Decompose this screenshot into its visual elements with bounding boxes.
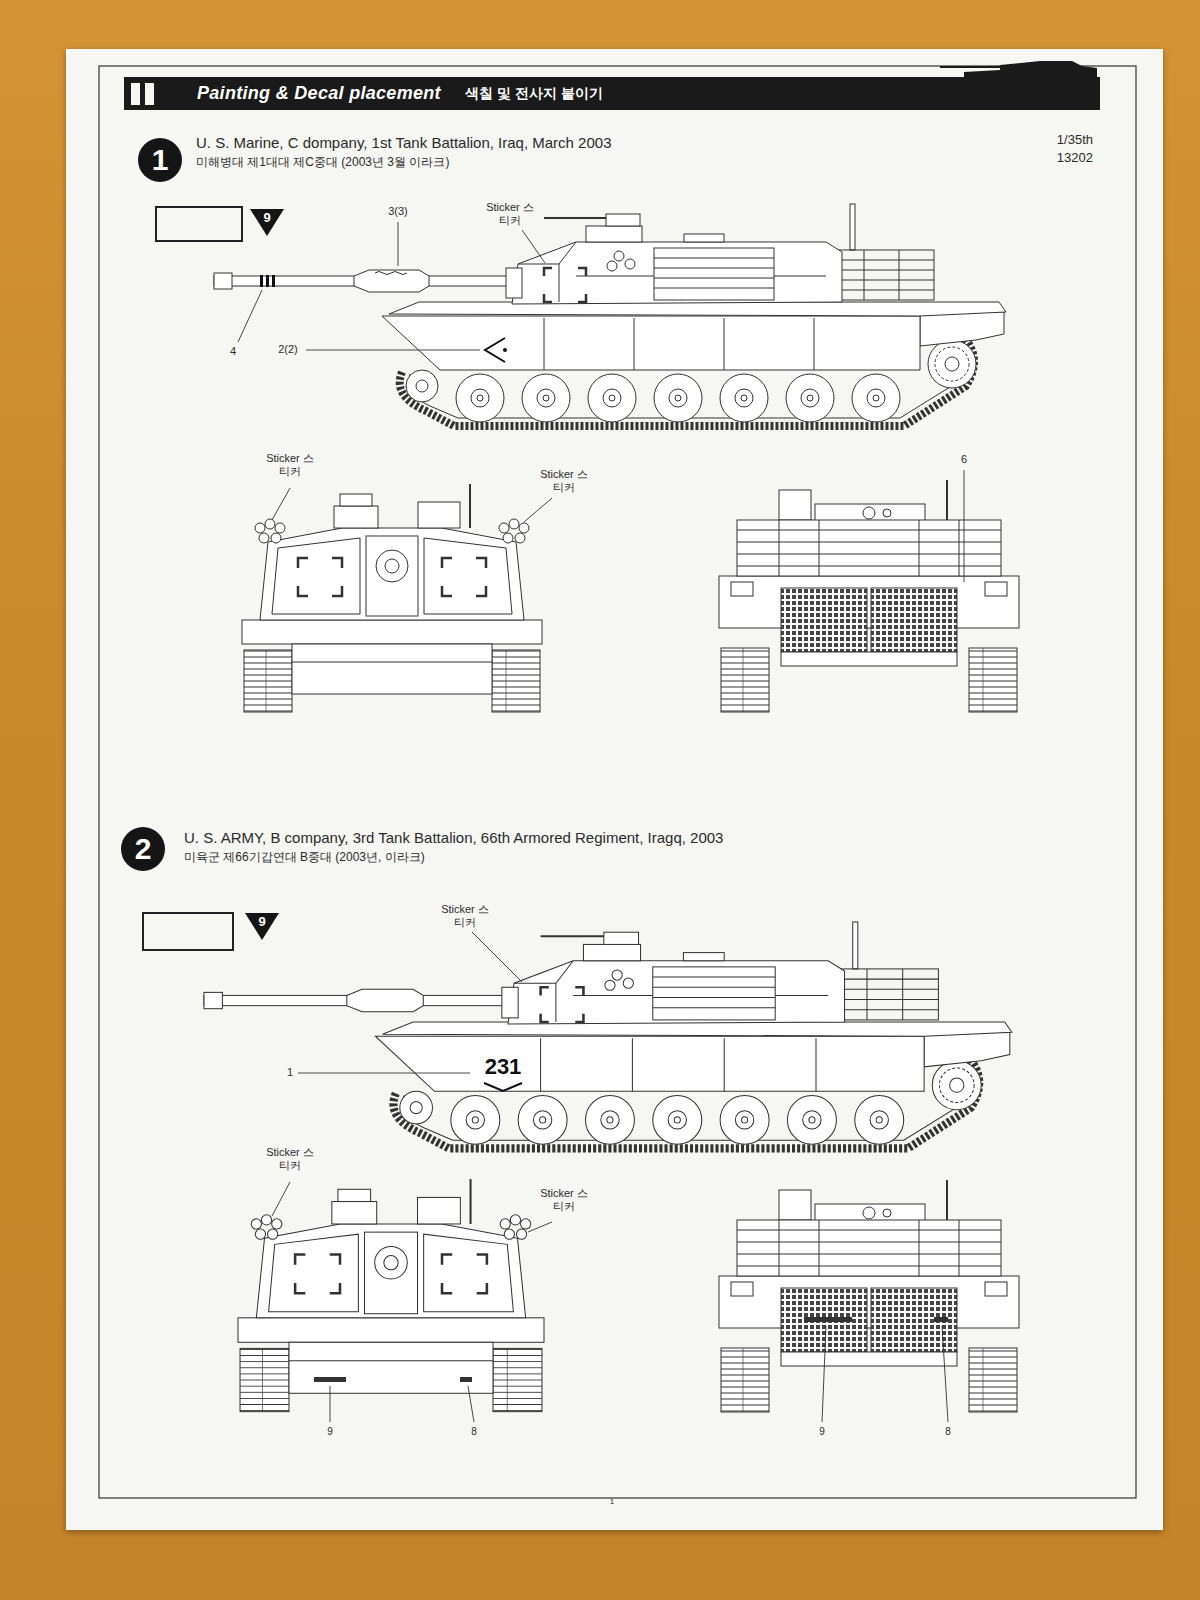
- scheme-title: U. S. ARMY, B company, 3rd Tank Battalio…: [184, 829, 723, 846]
- header-title-korean: 색칠 및 전사지 붙이기: [465, 85, 603, 103]
- scale-note: 1/35th: [1057, 133, 1093, 148]
- page-number-text: 1: [610, 1497, 614, 1506]
- callout-number: 9: [327, 1426, 333, 1438]
- callout-number-text: 3(3): [388, 205, 408, 217]
- scheme-title: U. S. Marine, C dompany, 1st Tank Battal…: [196, 134, 611, 151]
- paint-code-triangle: 9: [250, 209, 284, 236]
- scheme-title-korean: 미해병대 제1대대 제C중대 (2003년 3월 이라크): [196, 156, 449, 170]
- sticker-note-text: Sticker 스티커: [540, 468, 588, 493]
- sticker-note-text: Sticker 스티커: [266, 452, 314, 477]
- callout-number: 9: [819, 1426, 825, 1438]
- callout-number: 8: [945, 1426, 951, 1438]
- sticker-note-text: Sticker 스티커: [266, 1146, 314, 1171]
- callout-number: 2(2): [278, 343, 298, 356]
- callout-number-text: 4: [230, 345, 236, 357]
- node-number: 9: [263, 211, 270, 224]
- paint-code-triangle: 9: [245, 913, 279, 940]
- sticker-note: Sticker 스티커: [266, 1146, 314, 1171]
- node-number: 1: [152, 145, 169, 175]
- sticker-note: Sticker 스티커: [540, 1187, 588, 1212]
- scale-note-text: 1/35th: [1057, 132, 1093, 147]
- scheme-number-circle: 1: [138, 138, 182, 182]
- sticker-note: Sticker 스티커: [441, 903, 489, 928]
- scheme-title-korean-text: 미해병대 제1대대 제C중대 (2003년 3월 이라크): [196, 155, 449, 169]
- scheme-title-text: U. S. ARMY, B company, 3rd Tank Battalio…: [184, 829, 723, 846]
- sticker-note-text: Sticker 스티커: [540, 1187, 588, 1212]
- scheme-title-text: U. S. Marine, C dompany, 1st Tank Battal…: [196, 134, 611, 151]
- hull-number-text: 231: [485, 1054, 522, 1079]
- header-band: Painting & Decal placement 색칠 및 전사지 붙이기: [181, 77, 1100, 110]
- scheme-title-korean-text: 미육군 제66기갑연대 B중대 (2003년, 이라크): [184, 850, 425, 864]
- scheme-title-korean: 미육군 제66기갑연대 B중대 (2003년, 이라크): [184, 851, 425, 865]
- sticker-note-text: Sticker 스티커: [486, 201, 534, 226]
- callout-number-text: 9: [327, 1426, 333, 1437]
- callout-number: 4: [230, 345, 236, 358]
- header-title: Painting & Decal placement: [197, 83, 441, 104]
- triangle-fill: [245, 913, 279, 940]
- callout-number-text: 8: [945, 1426, 951, 1437]
- callout-number-text: 2(2): [278, 343, 298, 355]
- callout-number: 8: [471, 1426, 477, 1438]
- callout-number-text: 8: [471, 1426, 477, 1437]
- triangle-fill: [250, 209, 284, 236]
- scheme-number-circle: 2: [121, 827, 165, 871]
- page-number: 1: [610, 1497, 614, 1506]
- sticker-note: Sticker 스티커: [486, 201, 534, 226]
- callout-number: 1: [287, 1066, 293, 1079]
- sticker-note: Sticker 스티커: [266, 452, 314, 477]
- sticker-note-text: Sticker 스티커: [441, 903, 489, 928]
- kit-number: 13202: [1057, 151, 1093, 166]
- callout-number-text: 1: [287, 1066, 293, 1078]
- node-number: 9: [258, 915, 265, 928]
- callout-number-text: 9: [819, 1426, 825, 1437]
- hull-number: 231: [485, 1054, 522, 1079]
- callout-number-text: 6: [961, 453, 967, 465]
- callout-number: 3(3): [388, 205, 408, 218]
- sticker-note: Sticker 스티커: [540, 468, 588, 493]
- kit-number-text: 13202: [1057, 150, 1093, 165]
- node-number: 2: [135, 834, 152, 864]
- callout-number: 6: [961, 453, 967, 466]
